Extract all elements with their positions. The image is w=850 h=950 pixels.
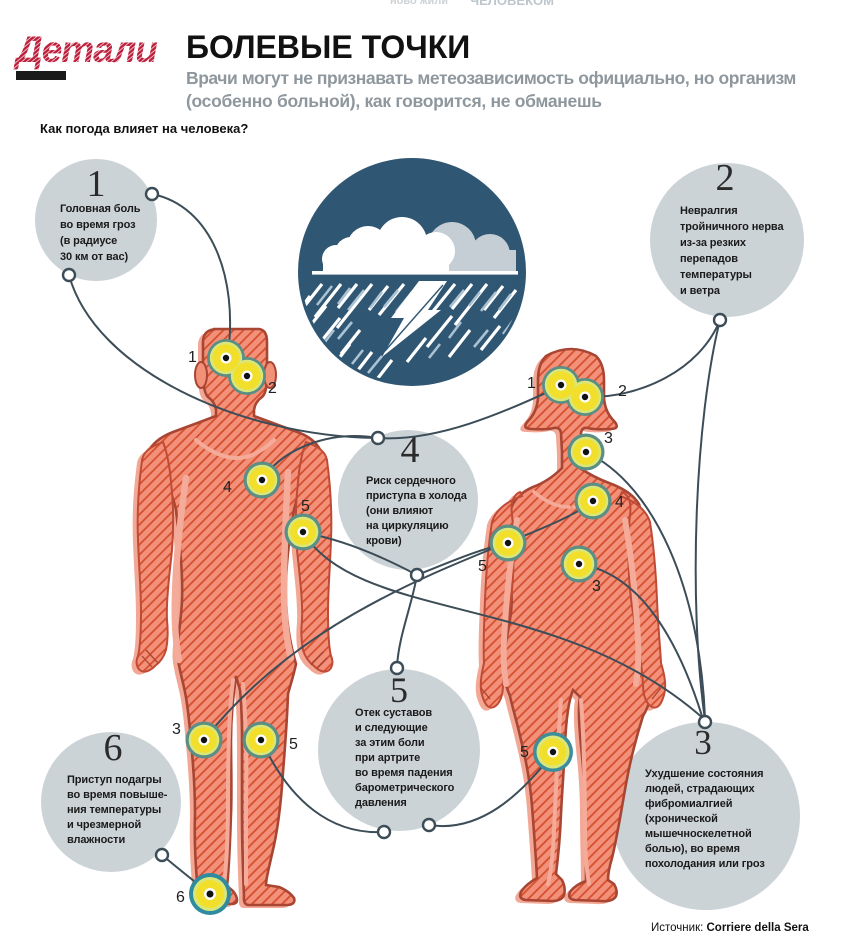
- svg-text:при артрите: при артрите: [355, 752, 420, 764]
- svg-text:Врачи могут не признавать мете: Врачи могут не признавать метеозависимос…: [186, 68, 796, 88]
- svg-text:5: 5: [390, 670, 408, 710]
- svg-text:фибромиалгией: фибромиалгией: [645, 798, 732, 810]
- svg-text:3: 3: [604, 430, 613, 447]
- svg-text:4: 4: [223, 479, 232, 496]
- svg-text:похолодания или гроз: похолодания или гроз: [645, 858, 765, 870]
- svg-text:ния температуры: ния температуры: [67, 804, 161, 816]
- svg-text:приступа в холода: приступа в холода: [366, 490, 468, 502]
- svg-text:2: 2: [716, 157, 735, 199]
- svg-text:на циркуляцию: на циркуляцию: [366, 520, 449, 532]
- svg-text:и чрезмерной: и чрезмерной: [67, 819, 141, 831]
- svg-text:5: 5: [478, 558, 487, 575]
- svg-text:(хронической: (хронической: [645, 813, 718, 825]
- svg-text:перепадов: перепадов: [680, 253, 738, 265]
- svg-text:1: 1: [188, 349, 197, 366]
- svg-text:мышечноскелетной: мышечноскелетной: [645, 828, 752, 840]
- svg-text:Риск сердечного: Риск сердечного: [366, 475, 456, 487]
- svg-text:2: 2: [618, 383, 627, 400]
- svg-text:6: 6: [104, 727, 123, 769]
- svg-text:(они влияют: (они влияют: [366, 505, 434, 517]
- svg-text:1: 1: [87, 163, 106, 205]
- svg-text:из-за резких: из-за резких: [680, 237, 747, 249]
- svg-text:ЧЕЛОВЕКОМ: ЧЕЛОВЕКОМ: [470, 0, 554, 8]
- svg-text:болью), во время: болью), во время: [645, 843, 740, 855]
- svg-text:БОЛЕВЫЕ ТОЧКИ: БОЛЕВЫЕ ТОЧКИ: [186, 29, 470, 65]
- svg-text:и следующие: и следующие: [355, 722, 428, 734]
- svg-text:(особенно больной), как говори: (особенно больной), как говорится, не об…: [186, 91, 602, 111]
- svg-text:во время падения: во время падения: [355, 767, 453, 779]
- svg-text:Головная боль: Головная боль: [60, 203, 141, 215]
- svg-text:Ухудшение состояния: Ухудшение состояния: [645, 768, 763, 780]
- svg-text:давления: давления: [355, 797, 407, 809]
- svg-text:барометрического: барометрического: [355, 782, 455, 794]
- svg-text:2: 2: [268, 380, 277, 397]
- svg-text:5: 5: [289, 736, 298, 753]
- svg-text:и ветра: и ветра: [680, 285, 721, 297]
- svg-text:за этим боли: за этим боли: [355, 737, 425, 749]
- svg-text:4: 4: [401, 429, 420, 471]
- svg-text:Детали: Детали: [13, 29, 157, 70]
- svg-text:Невралгия: Невралгия: [680, 205, 738, 217]
- svg-text:ново жили: ново жили: [390, 0, 448, 7]
- svg-text:людей, страдающих: людей, страдающих: [645, 783, 755, 795]
- svg-text:4: 4: [615, 494, 624, 511]
- svg-text:1: 1: [527, 375, 536, 392]
- svg-text:температуры: температуры: [680, 269, 752, 281]
- svg-text:Приступ подагры: Приступ подагры: [67, 774, 162, 786]
- svg-text:3: 3: [694, 723, 712, 762]
- svg-text:6: 6: [176, 889, 185, 906]
- svg-text:во время повыше-: во время повыше-: [67, 789, 168, 801]
- svg-text:Источник: Corriere della Sera: Источник: Corriere della Sera: [651, 922, 809, 934]
- svg-text:во время гроз: во время гроз: [60, 219, 136, 231]
- svg-text:5: 5: [301, 498, 310, 515]
- svg-text:5: 5: [520, 744, 529, 761]
- svg-text:Как погода влияет на человека?: Как погода влияет на человека?: [40, 121, 248, 136]
- svg-text:влажности: влажности: [67, 834, 125, 846]
- svg-text:крови): крови): [366, 535, 402, 547]
- svg-text:3: 3: [172, 721, 181, 738]
- svg-text:(в радиусе: (в радиусе: [60, 235, 117, 247]
- svg-text:тройничного нерва: тройничного нерва: [680, 221, 784, 233]
- svg-text:3: 3: [592, 578, 601, 595]
- svg-text:30 км от вас): 30 км от вас): [60, 251, 129, 263]
- svg-text:Отек суставов: Отек суставов: [355, 707, 432, 719]
